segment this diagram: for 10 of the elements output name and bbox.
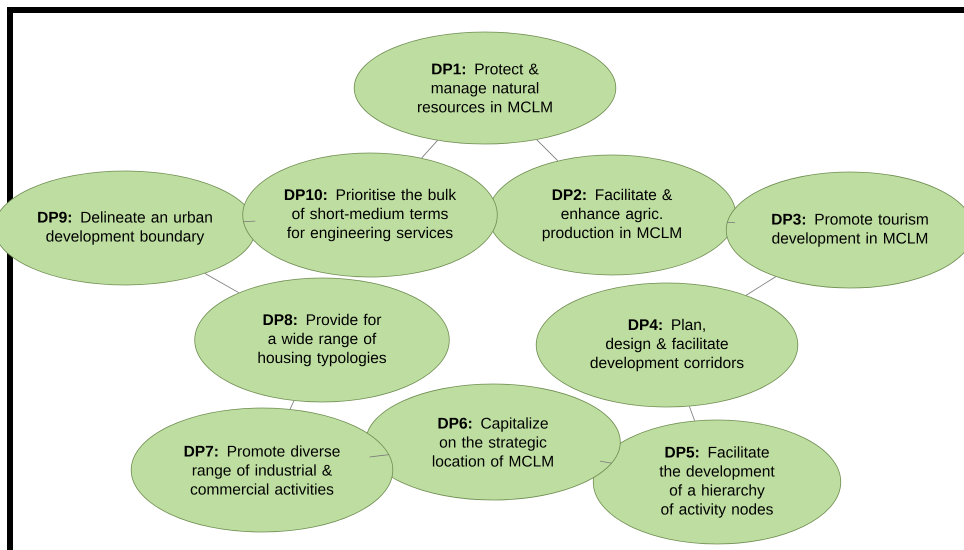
- connector-line: [204, 273, 240, 294]
- connector-line: [421, 140, 438, 158]
- connector-line: [536, 139, 558, 162]
- connector-line: [689, 406, 695, 422]
- connector-line: [746, 276, 776, 296]
- connector-line: [242, 220, 256, 222]
- connector-line: [290, 400, 294, 410]
- connector-line: [600, 460, 612, 464]
- connector-line: [369, 454, 390, 458]
- connector-line: [726, 222, 736, 224]
